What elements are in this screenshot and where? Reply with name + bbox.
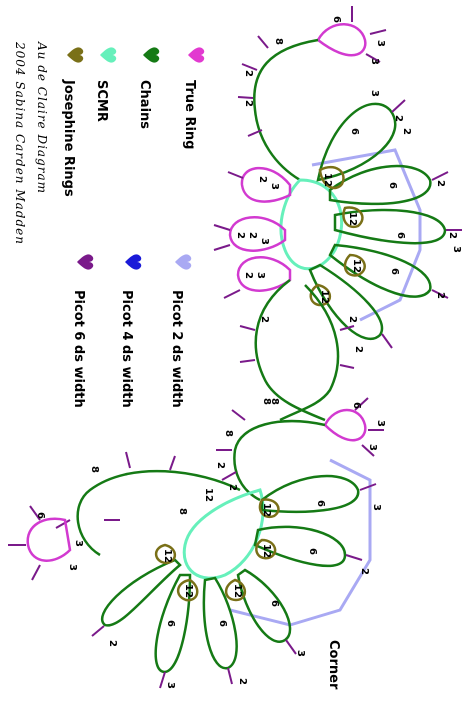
small-true-rings: [228, 166, 292, 292]
count-label: 8: [89, 466, 100, 473]
count-label: 2: [237, 678, 248, 685]
legend-josephine: Josephine Rings: [61, 79, 76, 197]
legend-shapes: True Ring Chains SCMR Josephine Rings: [61, 47, 205, 197]
legend-picot-6: Picot 6 ds width: [71, 290, 86, 408]
count-label: 2: [435, 292, 446, 299]
count-label: 6: [35, 512, 46, 519]
jo-count: 12: [261, 544, 272, 558]
jo-count: 12: [183, 584, 194, 598]
count-label: 2: [107, 640, 118, 647]
legend-picot-4: Picot 4 ds width: [119, 290, 134, 408]
count-label: 2: [347, 316, 358, 323]
middle-true-ring: 6 3 3: [323, 397, 386, 457]
count-label: 6: [217, 620, 228, 627]
count-label: 6: [395, 232, 406, 239]
count-label: 2: [401, 128, 412, 135]
count-label: 3: [255, 272, 266, 279]
count-label: 3: [375, 40, 386, 47]
count-label: 2: [215, 462, 226, 469]
chain-upper: [253, 38, 319, 182]
count-label: 3: [369, 58, 380, 65]
true-ring-lower: [26, 517, 72, 562]
lower-motif: 12 12 12 12 12 8 2 2 12 8 8 6 3 3 6 6 6 …: [8, 409, 382, 689]
picot-link: [229, 458, 372, 627]
chain-mid-b: [279, 284, 340, 422]
picots-top: [351, 6, 387, 63]
count-label: 3: [451, 246, 462, 253]
count-label: 6: [351, 402, 362, 409]
count-label: 3: [259, 238, 270, 245]
count-label: 3: [375, 420, 386, 427]
upper-motif: 12 12 12 12 6 3 3 8 2 2 3 2 2 6 6: [213, 6, 462, 422]
count-label: 6: [389, 268, 400, 275]
count-label: 6: [349, 128, 360, 135]
petals-upper: [308, 102, 447, 341]
count-label: 6: [387, 182, 398, 189]
count-label: 3: [165, 682, 176, 689]
count-label: 12: [203, 488, 214, 502]
count-label: 3: [371, 504, 382, 511]
count-label: 2: [353, 346, 364, 353]
count-label: 6: [331, 16, 342, 23]
heart-icon: [67, 47, 84, 63]
heart-icon: [175, 254, 192, 270]
count-label: 2: [259, 316, 270, 323]
scmr-lower: [182, 488, 265, 580]
credits: Au de Claire Diagram 2004 Sabina Carden …: [13, 41, 49, 245]
jo-count: 12: [319, 290, 330, 304]
chain-lower: [233, 419, 326, 502]
heart-icon: [100, 47, 117, 63]
legend-picot-2: Picot 2 ds width: [169, 290, 184, 408]
count-label: 6: [307, 548, 318, 555]
legend-true-ring: True Ring: [182, 80, 197, 149]
jo-count: 12: [261, 503, 272, 517]
count-label: 6: [269, 600, 280, 607]
chain-loop: [76, 469, 241, 557]
jo-count: 12: [232, 584, 243, 598]
count-label: 3: [67, 564, 78, 571]
count-label: 3: [369, 90, 380, 97]
count-label: 6: [165, 620, 176, 627]
count-label: 2: [235, 232, 246, 239]
count-label: 2: [359, 568, 370, 575]
heart-icon: [188, 47, 205, 63]
heart-icon: [77, 254, 94, 270]
credit-title: Au de Claire Diagram: [35, 41, 49, 194]
josephine-rings-lower: [154, 498, 280, 602]
jo-count: 12: [322, 173, 333, 187]
count-label: 2: [243, 272, 254, 279]
jo-count: 12: [351, 259, 362, 273]
count-label: 8: [177, 508, 188, 515]
count-label: 8: [273, 38, 284, 45]
count-label: 3: [295, 650, 306, 657]
corner-label: Corner: [326, 640, 341, 690]
legend-picots: Picot 2 ds width Picot 4 ds width Picot …: [71, 254, 192, 408]
chain-mid: [254, 279, 326, 422]
count-label: 2: [227, 484, 238, 491]
true-ring-top: [316, 23, 367, 57]
count-label: 8: [261, 398, 272, 405]
heart-icon: [125, 254, 142, 270]
legend-scmr: SCMR: [94, 80, 109, 122]
jo-count: 12: [162, 549, 173, 563]
legend-chains: Chains: [137, 80, 152, 129]
picot-link: [311, 148, 422, 322]
count-label: 2: [447, 232, 458, 239]
heart-icon: [143, 47, 160, 63]
count-label: 2: [243, 70, 254, 77]
credit-author: 2004 Sabina Carden Madden: [13, 41, 27, 245]
count-label: 2: [247, 232, 258, 239]
count-label: 3: [73, 540, 84, 547]
count-label: 6: [315, 500, 326, 507]
count-label: 3: [269, 183, 280, 190]
count-label: 3: [367, 444, 378, 451]
count-label: 2: [393, 115, 404, 122]
count-label: 8: [269, 398, 280, 405]
count-label: 2: [257, 176, 268, 183]
count-label: 8: [223, 430, 234, 437]
count-label: 2: [243, 100, 254, 107]
jo-count: 12: [347, 212, 358, 226]
count-label: 2: [435, 180, 446, 187]
